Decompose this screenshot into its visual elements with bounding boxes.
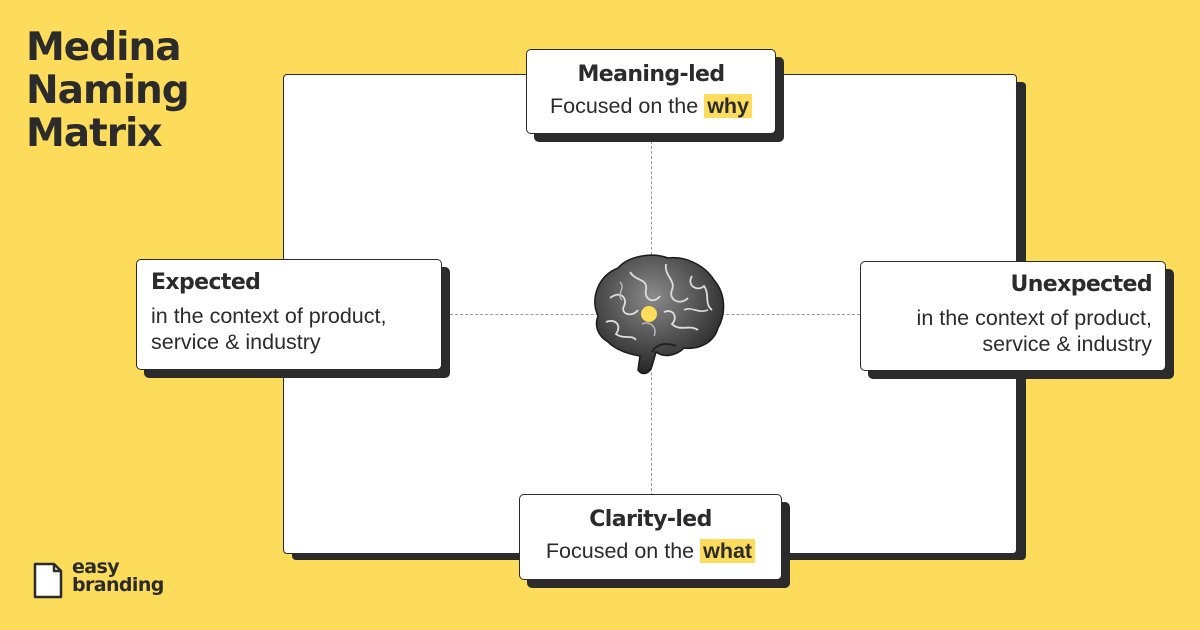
highlight-word: what [700, 539, 756, 563]
logo-wordmark: easy branding [72, 556, 164, 596]
logo-line-2: branding [72, 574, 164, 596]
title-line-3: Matrix [26, 111, 163, 156]
card-line-2: service & industry [982, 332, 1152, 356]
card-clarity-led: Clarity-led Focused on the what [519, 494, 782, 580]
logo-line-1: easy [72, 556, 120, 578]
card-line-1: in the context of product, [916, 306, 1152, 330]
highlight-word: why [704, 94, 753, 118]
card-unexpected: Unexpected in the context of product, se… [860, 261, 1166, 371]
title-line-1: Medina [26, 25, 182, 70]
card-title: Meaning-led [577, 62, 725, 87]
card-expected: Expected in the context of product, serv… [136, 259, 442, 370]
easy-branding-logo: easy branding [32, 556, 192, 604]
card-subtitle: Focused on the why [527, 93, 775, 119]
card-line-1: in the context of product, [151, 304, 387, 328]
brain-icon [594, 254, 725, 375]
title-line-2: Naming [26, 68, 190, 113]
card-title: Expected [151, 270, 261, 295]
card-subtitle-text: Focused on the [549, 94, 699, 118]
document-icon [33, 562, 63, 599]
card-line-2: service & industry [151, 330, 321, 354]
card-title: Clarity-led [589, 507, 712, 532]
card-subtitle-text: Focused on the [545, 539, 695, 563]
card-subtitle: Focused on the what [520, 538, 781, 564]
card-title: Unexpected [1010, 272, 1152, 297]
card-meaning-led: Meaning-led Focused on the why [526, 49, 776, 134]
page-title: Medina Naming Matrix [26, 25, 190, 156]
